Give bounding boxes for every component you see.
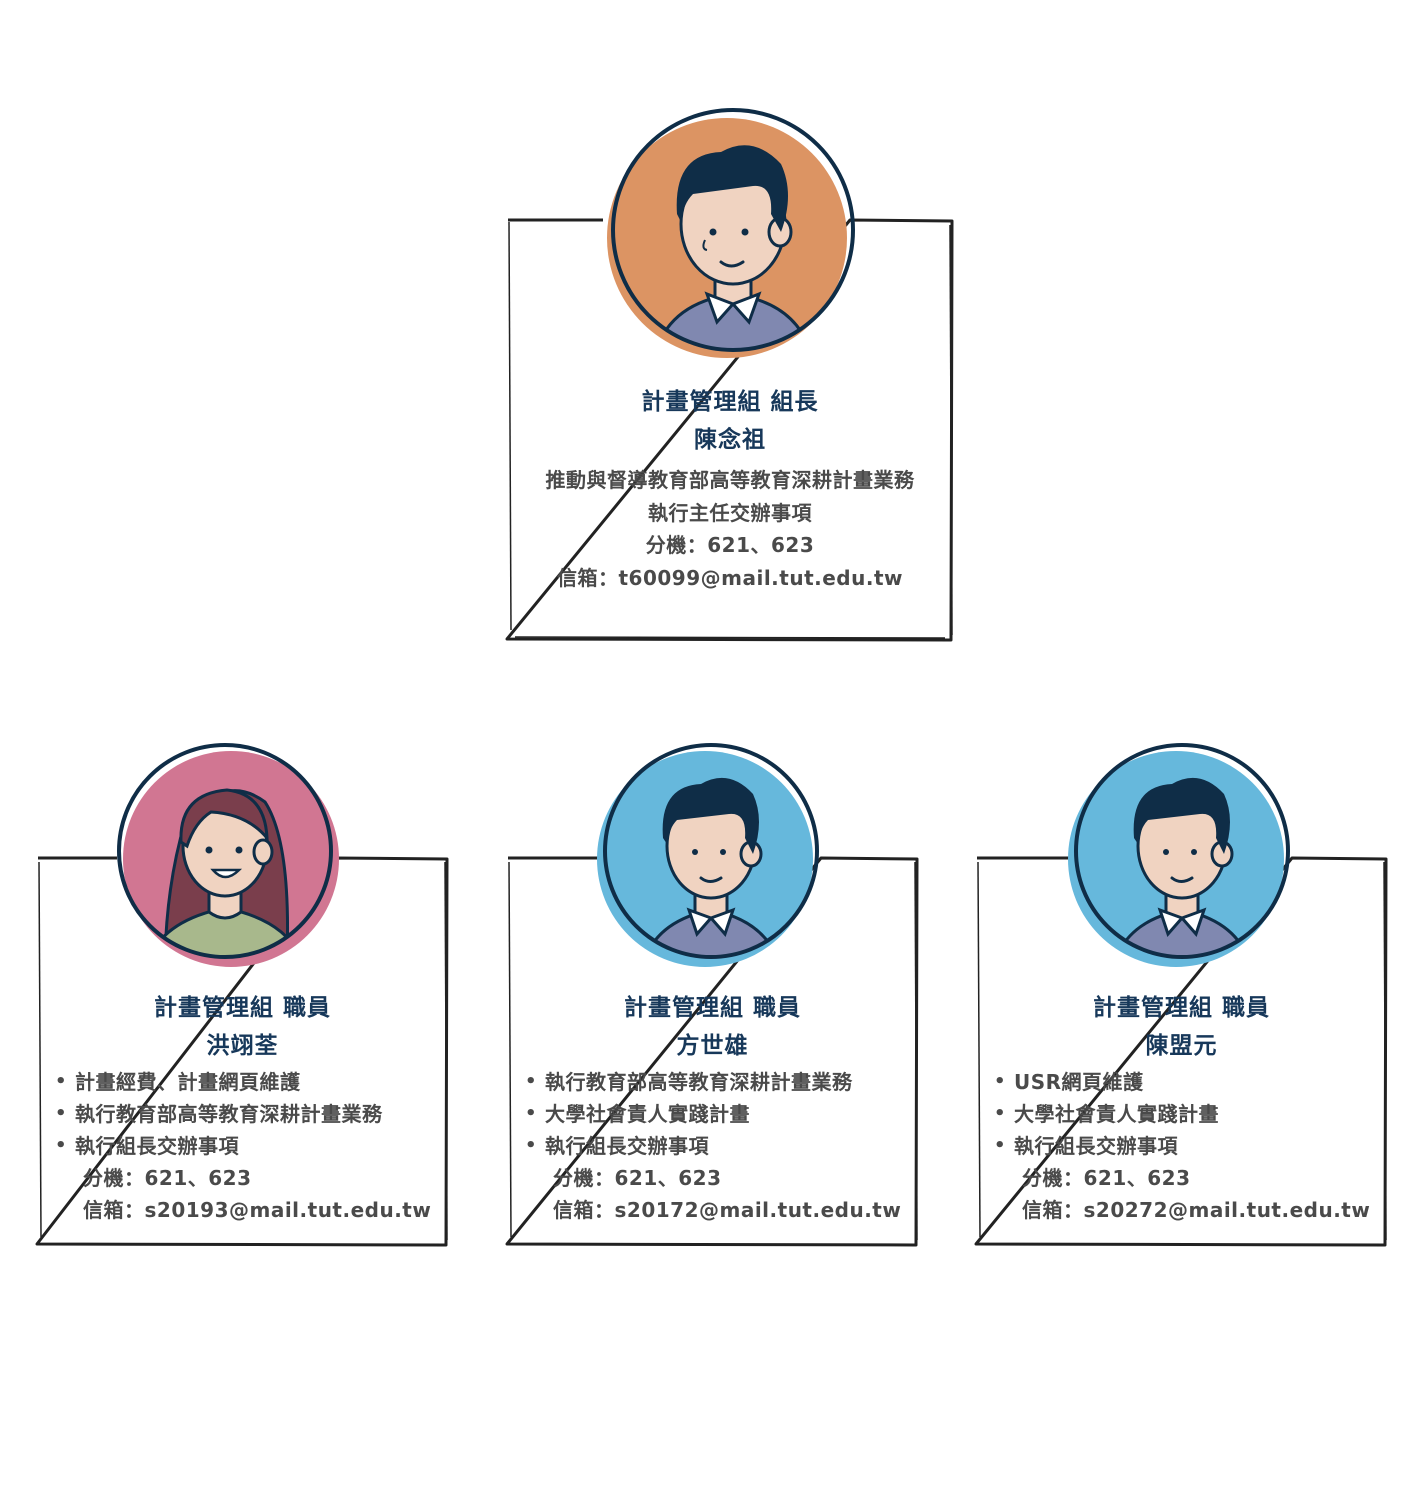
staff-ext: 分機：621、623 bbox=[83, 1166, 252, 1190]
staff-name: 陳盟元 bbox=[1145, 1033, 1218, 1059]
list-item: USR網頁維護 bbox=[994, 1066, 1219, 1098]
list-item: 執行組長交辦事項 bbox=[525, 1130, 853, 1162]
list-item: 執行教育部高等教育深耕計畫業務 bbox=[55, 1098, 383, 1130]
leader-avatar bbox=[607, 108, 855, 358]
male-avatar-icon bbox=[597, 743, 819, 967]
staff-duty-list: 執行教育部高等教育深耕計畫業務 大學社會責人實踐計畫 執行組長交辦事項 bbox=[525, 1066, 853, 1162]
staff-title: 計畫管理組 職員 bbox=[153, 995, 331, 1021]
list-item: 計畫經費、計畫網頁維護 bbox=[55, 1066, 383, 1098]
list-item: 執行組長交辦事項 bbox=[55, 1130, 383, 1162]
staff-avatar bbox=[117, 743, 339, 967]
male-avatar-icon bbox=[1068, 743, 1290, 967]
staff-card: 計畫管理組 職員 洪翊荃 計畫經費、計畫網頁維護 執行教育部高等教育深耕計畫業務… bbox=[35, 742, 450, 1250]
staff-avatar bbox=[597, 743, 819, 967]
staff-name: 方世雄 bbox=[676, 1033, 749, 1059]
list-item: 大學社會責人實踐計畫 bbox=[525, 1098, 853, 1130]
leader-description: 推動與督導教育部高等教育深耕計畫業務 執行主任交辦事項 分機：621、623 信… bbox=[505, 464, 955, 594]
staff-contact: 分機：621、623 信箱：s20193@mail.tut.edu.tw bbox=[83, 1162, 431, 1226]
male-avatar-icon bbox=[607, 108, 855, 358]
leader-title: 計畫管理組 組長 bbox=[641, 389, 819, 415]
staff-email: 信箱：s20272@mail.tut.edu.tw bbox=[1022, 1198, 1371, 1222]
leader-duty-1: 推動與督導教育部高等教育深耕計畫業務 bbox=[545, 468, 915, 492]
staff-contact: 分機：621、623 信箱：s20272@mail.tut.edu.tw bbox=[1022, 1162, 1370, 1226]
card-frame bbox=[505, 218, 954, 642]
staff-contact: 分機：621、623 信箱：s20172@mail.tut.edu.tw bbox=[553, 1162, 901, 1226]
leader-duty-2: 執行主任交辦事項 bbox=[648, 500, 812, 525]
staff-email: 信箱：s20193@mail.tut.edu.tw bbox=[83, 1198, 432, 1222]
staff-name: 洪翊荃 bbox=[206, 1033, 279, 1059]
staff-duty-list: 計畫經費、計畫網頁維護 執行教育部高等教育深耕計畫業務 執行組長交辦事項 bbox=[55, 1066, 383, 1162]
staff-ext: 分機：621、623 bbox=[1022, 1166, 1191, 1190]
staff-duty-list: USR網頁維護 大學社會責人實踐計畫 執行組長交辦事項 bbox=[994, 1066, 1219, 1162]
leader-card: 計畫管理組 組長 陳念祖 推動與督導教育部高等教育深耕計畫業務 執行主任交辦事項… bbox=[505, 100, 955, 645]
leader-name: 陳念祖 bbox=[694, 427, 766, 453]
staff-title: 計畫管理組 職員 bbox=[1092, 995, 1270, 1021]
leader-ext: 分機：621、623 bbox=[645, 533, 815, 557]
staff-email: 信箱：s20172@mail.tut.edu.tw bbox=[553, 1198, 902, 1222]
female-avatar-icon bbox=[117, 743, 339, 967]
staff-card: 計畫管理組 職員 陳盟元 USR網頁維護 大學社會責人實踐計畫 執行組長交辦事項… bbox=[974, 742, 1389, 1250]
staff-avatar bbox=[1068, 743, 1290, 967]
staff-title: 計畫管理組 職員 bbox=[623, 995, 801, 1021]
list-item: 大學社會責人實踐計畫 bbox=[994, 1098, 1219, 1130]
list-item: 執行組長交辦事項 bbox=[994, 1130, 1219, 1162]
list-item: 執行教育部高等教育深耕計畫業務 bbox=[525, 1066, 853, 1098]
staff-ext: 分機：621、623 bbox=[553, 1166, 722, 1190]
staff-card: 計畫管理組 職員 方世雄 執行教育部高等教育深耕計畫業務 大學社會責人實踐計畫 … bbox=[505, 742, 920, 1250]
leader-email: 信箱：t60099@mail.tut.edu.tw bbox=[557, 565, 903, 590]
